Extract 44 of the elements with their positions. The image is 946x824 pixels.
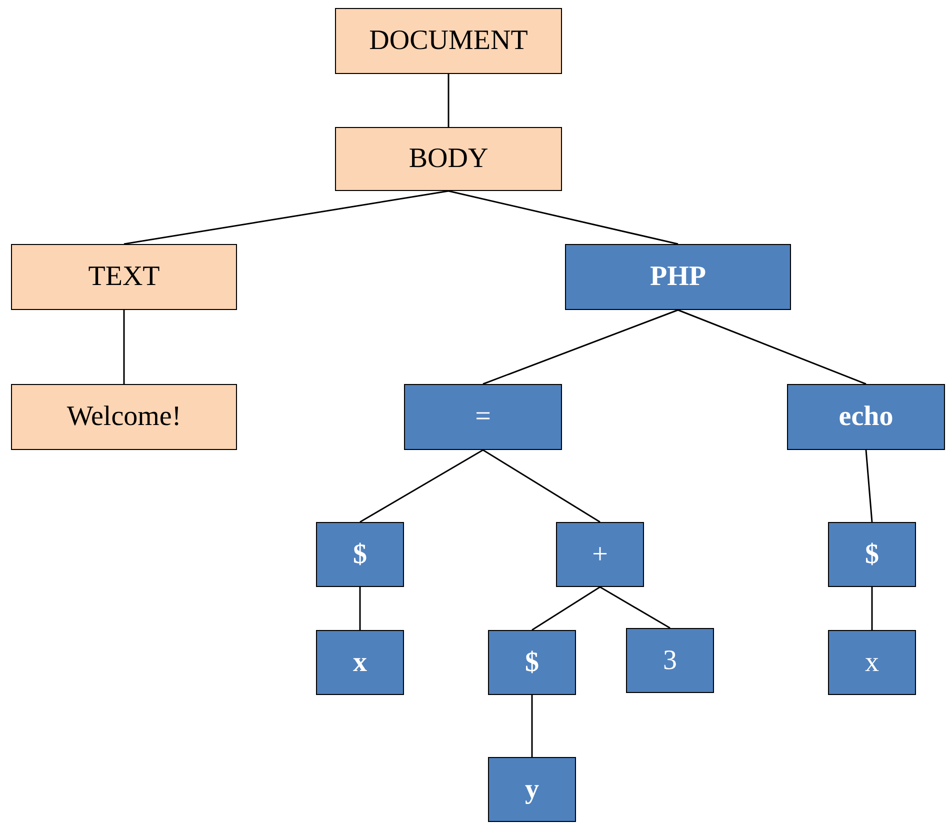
tree-node-box: [565, 244, 791, 310]
connector-line: [678, 309, 866, 385]
connector-line: [448, 190, 678, 245]
node-label: $: [865, 538, 879, 570]
node-label: 3: [663, 644, 677, 676]
node-label: x: [353, 646, 367, 678]
tree-node-box: [828, 630, 916, 695]
connector-line: [871, 587, 873, 630]
node-label: Welcome!: [66, 401, 182, 433]
node-label: =: [475, 401, 491, 433]
connector-line: [482, 449, 600, 523]
connector-line: [532, 586, 600, 631]
connector-line: [359, 587, 361, 630]
node-label: y: [525, 774, 539, 806]
connector-line: [448, 74, 450, 127]
tree-node-box: [488, 757, 576, 822]
node-label: $: [525, 646, 539, 678]
connector-line: [482, 309, 678, 385]
connector-line: [600, 586, 670, 629]
connector-line: [123, 310, 125, 384]
connector-line: [865, 450, 873, 522]
node-label: DOCUMENT: [369, 25, 528, 57]
tree-node-box: [404, 384, 562, 450]
node-label: $: [353, 538, 367, 570]
node-label: +: [592, 538, 608, 570]
node-label: echo: [838, 401, 894, 433]
connector-line: [360, 449, 484, 523]
tree-node-box: [626, 628, 714, 693]
connector-line: [124, 190, 449, 245]
tree-node-box: [335, 127, 562, 191]
tree-node-box: [828, 522, 916, 587]
tree-node-box: [11, 384, 237, 450]
node-label: x: [865, 646, 879, 678]
node-label: TEXT: [88, 261, 160, 293]
tree-node-box: [11, 244, 237, 310]
node-label: PHP: [650, 261, 706, 293]
connector-line: [531, 695, 533, 757]
tree-node-box: [335, 8, 562, 74]
tree-node-box: [488, 630, 576, 695]
tree-node-box: [787, 384, 945, 450]
tree-node-box: [316, 630, 404, 695]
tree-node-box: [556, 522, 644, 587]
tree-node-box: [316, 522, 404, 587]
node-label: BODY: [408, 143, 488, 175]
